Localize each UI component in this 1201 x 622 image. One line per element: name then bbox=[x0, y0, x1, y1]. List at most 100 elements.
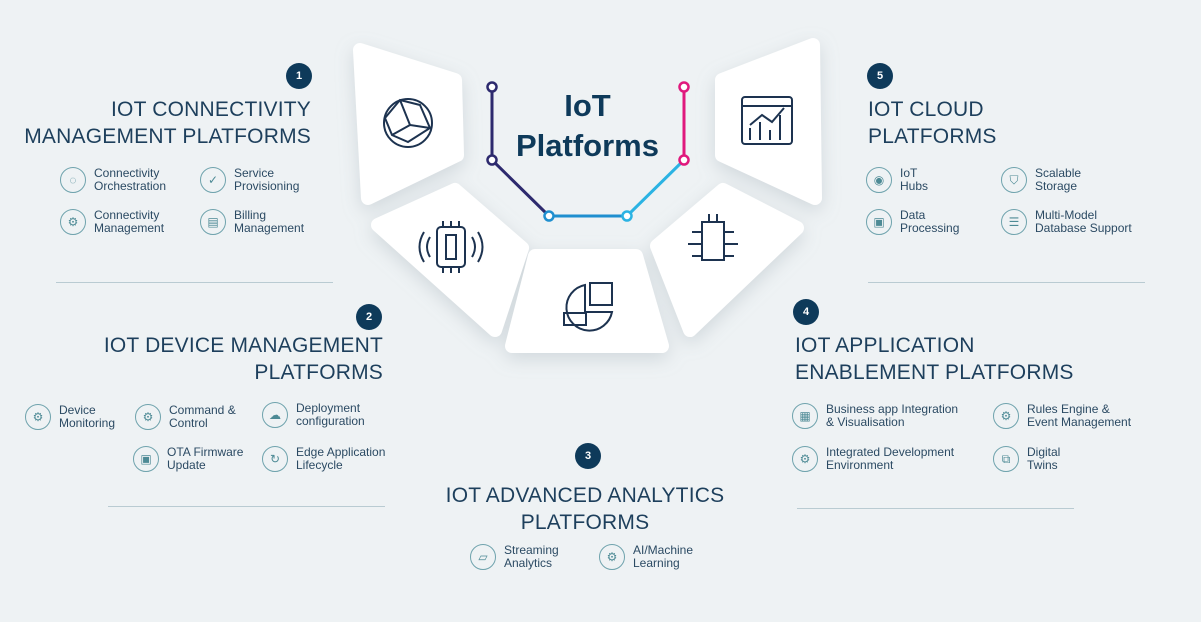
label-text: Billing bbox=[234, 208, 267, 222]
label-text: Integrated Development bbox=[826, 445, 955, 459]
gear-rules-icon: ⚙ bbox=[993, 403, 1019, 429]
label-text: & Visualisation bbox=[826, 415, 905, 429]
label-text: Environment bbox=[826, 458, 894, 472]
divider bbox=[868, 282, 1145, 283]
label-text: PLATFORMS bbox=[520, 511, 650, 534]
twin-device-icon: ⧉ bbox=[993, 446, 1019, 472]
label-text: Provisioning bbox=[234, 179, 300, 193]
label-text: MANAGEMENT PLATFORMS bbox=[24, 125, 311, 148]
database-icon: ☰ bbox=[1001, 209, 1027, 235]
label-text: Rules Engine & bbox=[1027, 402, 1110, 416]
label-text: Edge Application bbox=[296, 445, 386, 459]
section-2-badge: 2 bbox=[356, 304, 382, 330]
label-text: IOT ADVANCED ANALYTICS bbox=[445, 484, 725, 507]
circuit-touch-icon bbox=[688, 214, 738, 261]
label-text: Event Management bbox=[1027, 415, 1132, 429]
label-text: Lifecycle bbox=[296, 458, 343, 472]
shield-storage-icon: ⛉ bbox=[1001, 167, 1027, 193]
label-text: Connectivity bbox=[94, 166, 160, 180]
gear-code-icon: ⚙ bbox=[792, 446, 818, 472]
globe-arrows-icon: ◌ bbox=[60, 167, 86, 193]
gear-control-icon: ⚙ bbox=[135, 404, 161, 430]
section-5-badge: 5 bbox=[867, 63, 893, 89]
globe-network-icon bbox=[383, 98, 433, 148]
label-text: Connectivity bbox=[94, 208, 160, 222]
label-text: Scalable bbox=[1035, 166, 1082, 180]
label-text: Storage bbox=[1035, 179, 1078, 193]
feature-command-control: ⚙ Command &Control bbox=[135, 404, 236, 430]
label-text: Hubs bbox=[900, 179, 929, 193]
label-text: Device bbox=[59, 403, 96, 417]
gear-people-icon: ⚙ bbox=[60, 209, 86, 235]
label-text: Processing bbox=[900, 221, 960, 235]
panel-connectivity bbox=[353, 43, 464, 205]
section-1-title: IOT CONNECTIVITY MANAGEMENT PLATFORMS bbox=[24, 96, 311, 150]
label-text: PLATFORMS bbox=[868, 125, 997, 148]
label-text: Analytics bbox=[504, 556, 553, 570]
gear-monitor-icon: ⚙ bbox=[25, 404, 51, 430]
section-4-badge: 4 bbox=[793, 299, 819, 325]
label-text: Control bbox=[169, 416, 208, 430]
divider bbox=[108, 506, 385, 507]
label-text: Deployment bbox=[296, 401, 361, 415]
label-text: Streaming bbox=[504, 543, 559, 557]
gear-check-icon: ✓ bbox=[200, 167, 226, 193]
cloud-deploy-icon: ☁ bbox=[262, 402, 288, 428]
label-text: Twins bbox=[1027, 458, 1058, 472]
chip-wireless-icon bbox=[418, 221, 484, 273]
feature-business-app-integration: ▦ Business app Integration& Visualisation bbox=[792, 403, 958, 429]
label-text: IoT bbox=[900, 166, 918, 180]
label-text: Digital bbox=[1027, 445, 1061, 459]
invoice-icon: ▤ bbox=[200, 209, 226, 235]
label-text: Multi-Model bbox=[1035, 208, 1098, 222]
label-text: Management bbox=[94, 221, 165, 235]
divider bbox=[797, 508, 1074, 509]
label-text: AI/Machine bbox=[633, 543, 694, 557]
section-3-badge: 3 bbox=[575, 443, 601, 469]
label-text: Learning bbox=[633, 556, 680, 570]
lifecycle-icon: ↻ bbox=[262, 446, 288, 472]
label-text: Data bbox=[900, 208, 926, 222]
app-grid-icon: ▦ bbox=[792, 403, 818, 429]
label-text: Command & bbox=[169, 403, 236, 417]
label-text: Database Support bbox=[1035, 221, 1132, 235]
label-text: IOT CONNECTIVITY bbox=[111, 98, 311, 121]
label-text: IOT DEVICE MANAGEMENT bbox=[103, 334, 383, 357]
chip-update-icon: ▣ bbox=[133, 446, 159, 472]
processing-icon: ▣ bbox=[866, 209, 892, 235]
panel-analytics bbox=[505, 249, 669, 353]
panel-application bbox=[650, 183, 804, 337]
section-1-badge: 1 bbox=[286, 63, 312, 89]
label-text: ENABLEMENT PLATFORMS bbox=[795, 361, 1074, 384]
label-text: Orchestration bbox=[94, 179, 167, 193]
analytics-dashboard-icon bbox=[741, 96, 793, 145]
label-text: Update bbox=[167, 458, 206, 472]
label-text: IOT APPLICATION bbox=[795, 334, 975, 357]
panel-cloud bbox=[715, 38, 822, 205]
section-4-title: IOT APPLICATION ENABLEMENT PLATFORMS bbox=[795, 332, 1074, 386]
pie-chart-icon bbox=[563, 282, 614, 332]
divider bbox=[56, 282, 333, 283]
section-3-title: IOT ADVANCED ANALYTICS PLATFORMS bbox=[435, 482, 735, 536]
label-text: Platforms bbox=[516, 128, 659, 163]
label-text: Management bbox=[234, 221, 305, 235]
label-text: Business app Integration bbox=[826, 402, 959, 416]
folder-stream-icon: ▱ bbox=[470, 544, 496, 570]
